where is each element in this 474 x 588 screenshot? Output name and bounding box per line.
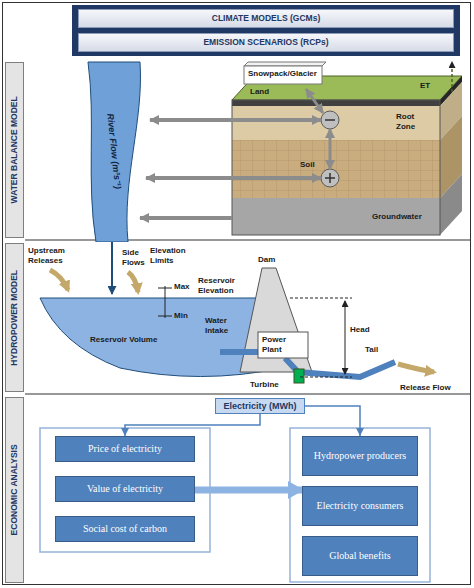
node-text: Value of electricity <box>87 483 163 495</box>
part-label: Groundwater <box>372 212 422 222</box>
part-label: Water Intake <box>205 316 245 335</box>
analysis-box: Price of electricity <box>55 436 195 462</box>
illustration-part <box>329 129 332 169</box>
part-label: Max <box>174 282 190 292</box>
output-box: Electricity (MWh) <box>215 398 305 414</box>
analysis-box: Social cost of carbon <box>55 516 195 542</box>
part-label: Dam <box>258 255 275 265</box>
land-block <box>140 62 462 235</box>
analysis-box: Global benefits <box>302 536 418 576</box>
river-shape <box>88 62 140 242</box>
illustration-part <box>128 272 138 292</box>
illustration-part <box>325 120 335 183</box>
part-label: Snowpack/Glacier <box>248 69 317 79</box>
illustration-part <box>244 66 322 84</box>
illustration-part <box>306 89 323 113</box>
illustration-part <box>258 332 308 358</box>
node-text: Electricity consumers <box>317 500 404 512</box>
node-text: CLIMATE MODELS (GCMs) <box>212 14 320 24</box>
section-divider <box>25 240 470 394</box>
input-group <box>40 428 210 552</box>
part-label: Reservoir Elevation <box>198 276 248 295</box>
part-label: Turbine <box>250 380 279 390</box>
illustration-part <box>111 242 113 294</box>
illustration-part <box>294 369 304 383</box>
illustration-part <box>244 62 326 66</box>
section-band: ECONOMIC ANALYSIS <box>5 397 24 583</box>
flow-arrow <box>125 414 260 436</box>
illustration-part <box>150 118 321 122</box>
node-text: Price of electricity <box>88 443 162 455</box>
part-label: Reservoir Volume <box>90 335 157 345</box>
illustration-part <box>398 364 434 372</box>
node-text: Hydropower producers <box>314 450 406 462</box>
illustration-part <box>440 174 462 235</box>
part-label: Root Zone <box>396 112 430 131</box>
part-label: Power Plant <box>262 335 304 354</box>
illustration-part <box>232 106 440 140</box>
part-label: Release Flow <box>400 383 451 393</box>
node-text: ECONOMIC ANALYSIS <box>10 444 20 535</box>
part-label: Elevation Limits <box>150 246 200 265</box>
illustration-part <box>345 301 346 374</box>
node-text: Global benefits <box>329 550 390 562</box>
part-label: Min <box>174 311 188 321</box>
illustration-part <box>451 62 453 92</box>
outer-frame <box>3 3 471 585</box>
scenario-box: EMISSION SCENARIOS (RCPs) <box>78 33 454 52</box>
node-text: WATER BALANCE MODEL <box>10 96 20 203</box>
analysis-box: Hydropower producers <box>302 436 418 476</box>
part-label: Land <box>250 87 269 97</box>
analysis-box: Electricity consumers <box>302 486 418 526</box>
illustration-part <box>232 100 440 106</box>
node-text: Electricity (MWh) <box>223 401 296 411</box>
reservoir-scheme <box>40 242 434 383</box>
part-label: Soil <box>300 160 315 170</box>
illustration-part <box>290 298 352 377</box>
illustration-part <box>220 349 258 355</box>
node-text: Social cost of carbon <box>83 523 167 535</box>
part-label: Tail <box>365 345 378 355</box>
part-label: Upstream Releases <box>28 246 80 265</box>
analysis-box: Value of electricity <box>55 476 195 502</box>
illustration-part <box>140 216 232 220</box>
part-label: ET <box>420 81 430 91</box>
beneficiary-group <box>290 428 430 582</box>
part-label: Head <box>350 325 370 335</box>
flow-arrow <box>305 406 360 436</box>
illustration-part <box>232 198 440 235</box>
node-text: EMISSION SCENARIOS (RCPs) <box>203 38 328 48</box>
illustration-part <box>50 270 68 290</box>
scenario-box: CLIMATE MODELS (GCMs) <box>78 9 454 28</box>
illustration-part <box>146 176 321 180</box>
climate-panel <box>72 5 460 56</box>
illustration-part <box>232 140 440 198</box>
section-band: WATER BALANCE MODEL <box>5 62 24 238</box>
illustration-part <box>240 268 312 372</box>
section-band: HYDROPOWER MODEL <box>5 243 24 392</box>
flow-arrow <box>195 487 302 494</box>
node-text: HYDROPOWER MODEL <box>10 270 20 366</box>
river-flow: River Flow (m³s⁻¹) <box>84 60 144 242</box>
illustration-part <box>158 286 172 318</box>
